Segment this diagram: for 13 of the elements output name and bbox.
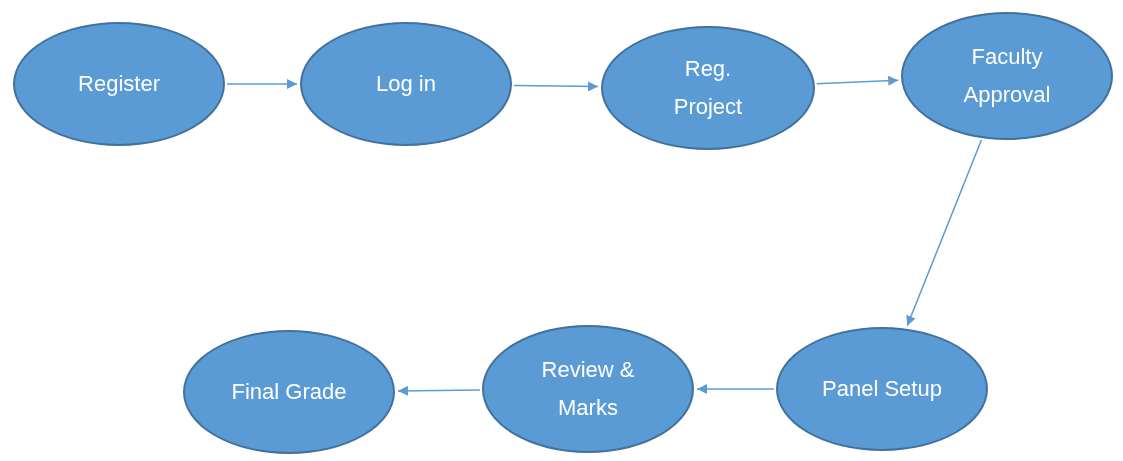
node-label: Panel Setup: [822, 374, 942, 403]
node-label: Register: [78, 69, 160, 98]
arrow: [397, 385, 481, 396]
node-label: Final Grade: [231, 377, 347, 406]
node-label: Review & Marks: [540, 355, 636, 422]
arrow: [816, 75, 899, 86]
node-label: Reg. Project: [672, 54, 744, 121]
arrow: [226, 79, 298, 89]
arrow: [906, 139, 983, 327]
node-label: Log in: [376, 69, 436, 98]
arrow: [513, 81, 599, 92]
node-label: Faculty Approval: [962, 42, 1052, 109]
arrow: [696, 384, 775, 394]
